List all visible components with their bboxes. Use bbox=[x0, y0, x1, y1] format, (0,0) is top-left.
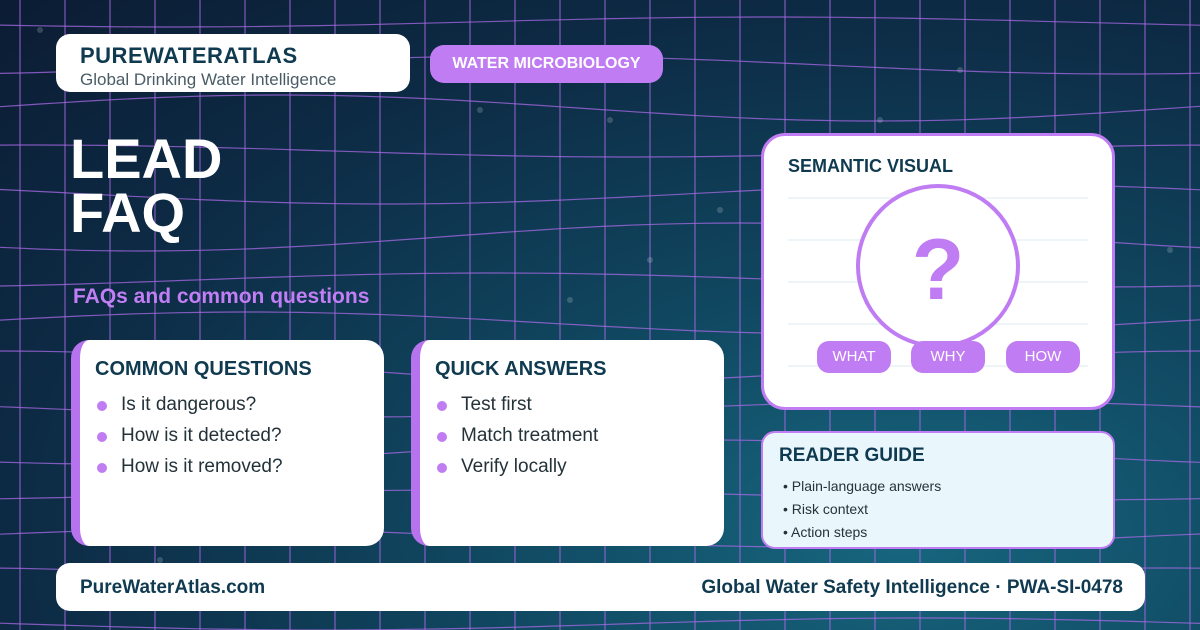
page-subtitle: FAQs and common questions bbox=[73, 285, 370, 308]
category-pill: WATER MICROBIOLOGY bbox=[430, 45, 663, 83]
list-item-text: Is it dangerous? bbox=[121, 394, 257, 415]
page-title: LEAD FAQ bbox=[70, 127, 223, 244]
reader-guide-item: • Plain-language answers bbox=[783, 478, 942, 494]
brand-tagline: Global Drinking Water Intelligence bbox=[80, 70, 337, 89]
chip-what: WHAT bbox=[817, 341, 891, 373]
reader-guide-card: READER GUIDE • Plain-language answers • … bbox=[761, 431, 1115, 549]
title-line-2: FAQ bbox=[70, 181, 186, 244]
sparkle bbox=[607, 117, 613, 123]
sparkle bbox=[157, 557, 163, 563]
title-line-1: LEAD bbox=[70, 127, 223, 190]
list-item-text: Verify locally bbox=[461, 456, 567, 477]
list-item: How is it detected? bbox=[95, 420, 384, 451]
sparkle bbox=[1167, 247, 1173, 253]
grid-wave bbox=[0, 16, 1200, 28]
list-item-text: How is it detected? bbox=[121, 425, 282, 446]
sparkle bbox=[647, 257, 653, 263]
sparkle bbox=[957, 67, 963, 73]
list-item-text: Test first bbox=[461, 394, 532, 415]
list-item: How is it removed? bbox=[95, 451, 384, 482]
question-circle-icon: ? bbox=[788, 184, 1088, 367]
dot-icon bbox=[437, 432, 447, 442]
common-questions-title: COMMON QUESTIONS bbox=[95, 358, 312, 380]
sparkle bbox=[567, 297, 573, 303]
semantic-visual-card: SEMANTIC VISUAL ? WHAT WHY HOW bbox=[761, 133, 1115, 410]
list-item-text: Match treatment bbox=[461, 425, 599, 446]
dot-icon bbox=[97, 463, 107, 473]
dot-icon bbox=[437, 463, 447, 473]
list-item: Test first bbox=[435, 389, 724, 420]
sparkle bbox=[477, 107, 483, 113]
footer-site-link[interactable]: PureWaterAtlas.com bbox=[80, 577, 266, 598]
grid-wave bbox=[0, 94, 1200, 122]
brand-card: PUREWATERATLAS Global Drinking Water Int… bbox=[56, 34, 410, 92]
list-item: Match treatment bbox=[435, 420, 724, 451]
footer-bar: PureWaterAtlas.com Global Water Safety I… bbox=[56, 563, 1145, 611]
quick-answers-card: QUICK ANSWERS Test first Match treatment… bbox=[411, 340, 724, 546]
brand-name: PUREWATERATLAS bbox=[80, 43, 298, 68]
list-item-text: How is it removed? bbox=[121, 456, 283, 477]
chip-how: HOW bbox=[1006, 341, 1080, 373]
sparkle bbox=[717, 207, 723, 213]
reader-guide-item: • Action steps bbox=[783, 524, 868, 540]
grid-wave bbox=[0, 617, 1200, 630]
quick-answers-title: QUICK ANSWERS bbox=[435, 358, 607, 380]
footer-tagline: Global Water Safety Intelligence · PWA-S… bbox=[701, 577, 1123, 598]
semantic-visual-title: SEMANTIC VISUAL bbox=[788, 156, 954, 176]
reader-guide-item: • Risk context bbox=[783, 501, 869, 517]
reader-guide-title: READER GUIDE bbox=[779, 445, 925, 466]
list-item: Is it dangerous? bbox=[95, 389, 384, 420]
chip-why: WHY bbox=[911, 341, 985, 373]
common-questions-card: COMMON QUESTIONS Is it dangerous? How is… bbox=[71, 340, 384, 546]
common-questions-list: Is it dangerous? How is it detected? How… bbox=[95, 389, 384, 482]
quick-answers-list: Test first Match treatment Verify locall… bbox=[435, 389, 724, 482]
question-mark: ? bbox=[912, 222, 965, 318]
dot-icon bbox=[437, 401, 447, 411]
list-item: Verify locally bbox=[435, 451, 724, 482]
dot-icon bbox=[97, 432, 107, 442]
sparkle bbox=[37, 27, 43, 33]
sparkle bbox=[877, 117, 883, 123]
dot-icon bbox=[97, 401, 107, 411]
